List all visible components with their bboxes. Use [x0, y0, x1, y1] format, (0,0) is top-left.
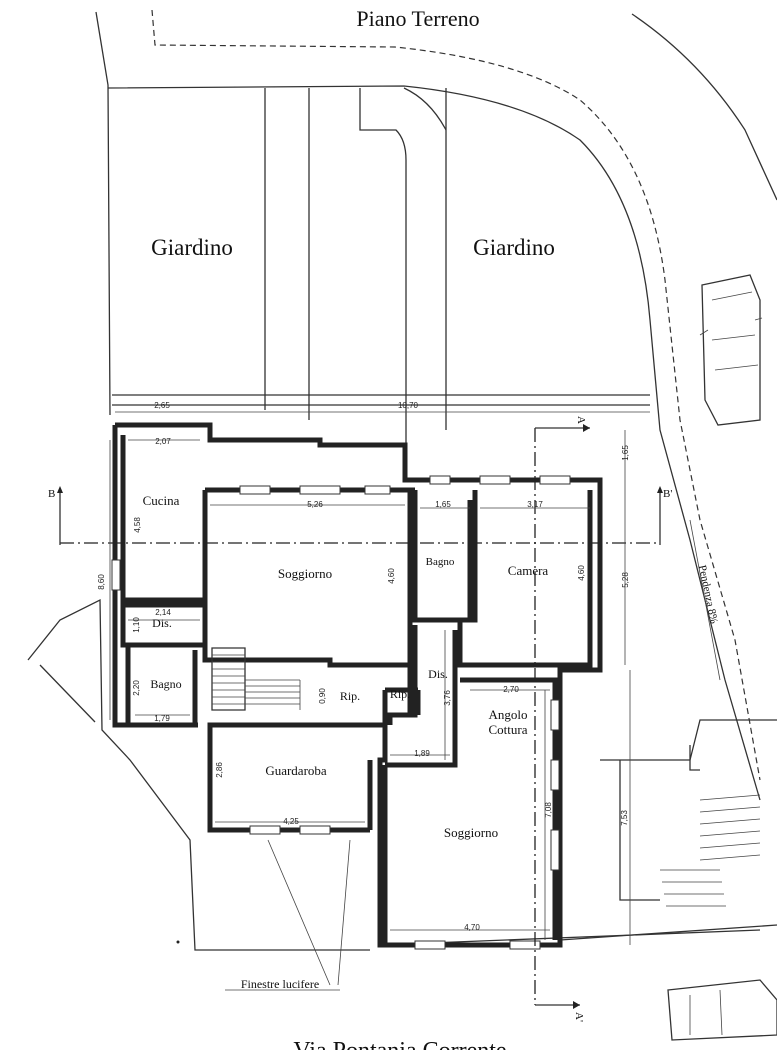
slope-label: Pendenza 8%: [696, 564, 720, 625]
dim-label: 5,28: [621, 572, 630, 588]
arrow-icon: [573, 1001, 580, 1009]
dim-label: 4,60: [577, 565, 586, 581]
dimension-lines: [109, 411, 721, 945]
section-mark-a-prime: A': [573, 1012, 585, 1022]
dim-label: 0,90: [318, 688, 327, 704]
dim-label: 3,76: [443, 690, 452, 706]
room-rip-2: Rip.: [390, 687, 410, 701]
room-cucina: Cucina: [143, 493, 180, 508]
section-lines: [57, 424, 663, 1009]
dim-label: 7,08: [544, 802, 553, 818]
room-dis-mid: Dis.: [428, 667, 448, 681]
car-icon-bottom: [667, 979, 777, 1041]
arrow-icon: [657, 486, 663, 493]
room-soggiorno-bottom: Soggiorno: [444, 825, 498, 840]
arrow-icon: [583, 424, 590, 432]
dim-label: 7,53: [620, 810, 629, 826]
dim-label: 2,14: [155, 608, 171, 617]
marker-dot: [176, 940, 180, 944]
dim-label: 3,17: [527, 500, 543, 509]
dim-label: 2,20: [132, 680, 141, 696]
dim-label: 2,70: [503, 685, 519, 694]
arrow-icon: [57, 486, 63, 493]
section-mark-a: A: [575, 416, 587, 424]
section-mark-b-prime: B': [663, 488, 672, 500]
windows-note: Finestre lucifere: [241, 977, 319, 991]
exterior-stair: [660, 745, 761, 907]
dim-label: 4,70: [464, 923, 480, 932]
room-camera: Camera: [508, 563, 549, 578]
interior-stair: [211, 647, 301, 711]
dim-label: 2,07: [155, 437, 171, 446]
dim-label: 5,26: [307, 500, 323, 509]
room-angolo-2: Cottura: [489, 722, 528, 737]
room-dis-top: Dis.: [152, 616, 172, 630]
dim-label: 4,58: [133, 517, 142, 533]
plan-title: Piano Terreno: [356, 6, 479, 31]
windows: [111, 475, 571, 950]
dim-label: 1,89: [414, 749, 430, 758]
dim-label: 8,60: [97, 574, 106, 590]
dim-label: 2,86: [215, 762, 224, 778]
dim-label: 1,65: [621, 445, 630, 461]
garden-left-label: Giardino: [151, 235, 233, 260]
car-icon: [699, 274, 763, 426]
dim-label: 4,25: [283, 817, 299, 826]
dim-label: 1,79: [154, 714, 170, 723]
dim-label: 10,70: [398, 401, 419, 410]
dim-label: 1,65: [435, 500, 451, 509]
street-label: Via Pontania Corrente: [293, 1038, 506, 1050]
room-guardaroba: Guardaroba: [265, 763, 327, 778]
garden-right-label: Giardino: [473, 235, 555, 260]
room-bagno-small: Bagno: [426, 556, 455, 568]
building-walls: [112, 422, 603, 948]
dim-label: 1,10: [132, 617, 141, 633]
room-rip-1: Rip.: [340, 689, 360, 703]
dim-label: 2,65: [154, 401, 170, 410]
room-bagno: Bagno: [150, 677, 181, 691]
section-mark-b: B: [48, 488, 55, 500]
room-soggiorno-top: Soggiorno: [278, 566, 332, 581]
room-angolo-1: Angolo: [489, 707, 528, 722]
windows-note-leaders: [225, 839, 351, 991]
dim-label: 4,60: [387, 568, 396, 584]
